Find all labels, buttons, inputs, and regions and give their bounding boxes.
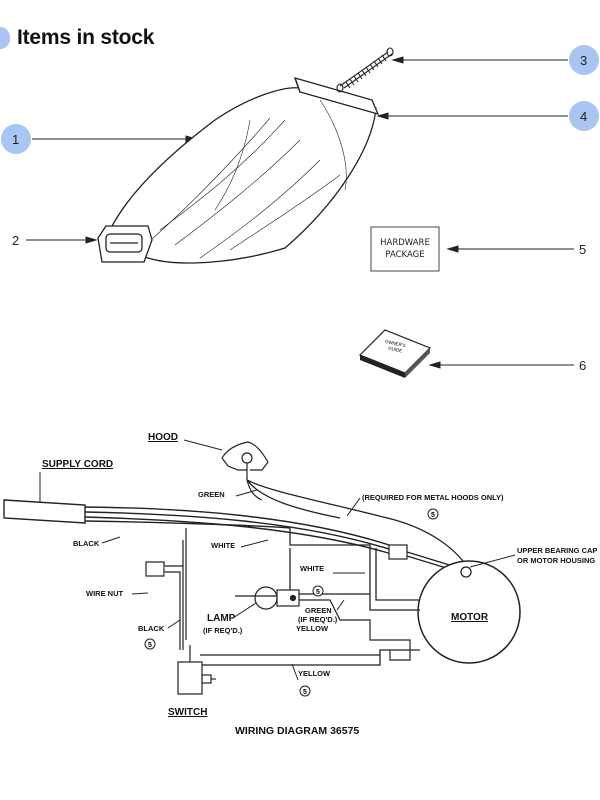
wiring-diagram-title: WIRING DIAGRAM 36575 bbox=[235, 725, 359, 737]
switch-label: SWITCH bbox=[168, 707, 207, 718]
supply-cord bbox=[3, 499, 396, 556]
callout-number-4: 4 bbox=[580, 109, 587, 124]
hood-label: HOOD bbox=[148, 432, 178, 443]
page-header: Items in stock bbox=[0, 26, 154, 50]
owners-guide-booklet[interactable]: OWNER'S GUIDE bbox=[358, 329, 432, 378]
upper-bearing-label-line2: OR MOTOR HOUSING bbox=[517, 556, 595, 565]
dust-bag-drawing bbox=[97, 77, 380, 264]
page-title: Items in stock bbox=[17, 26, 155, 49]
callout-number-3: 3 bbox=[580, 53, 587, 68]
circled-five-2: 5 bbox=[316, 589, 320, 596]
callout-leaders bbox=[26, 56, 574, 369]
callout-circle-3[interactable] bbox=[569, 45, 599, 75]
yellow-lower-label: YELLOW bbox=[298, 669, 331, 678]
callout-circle-4[interactable] bbox=[569, 101, 599, 131]
wire-nut-left bbox=[145, 528, 187, 650]
spring-drawing bbox=[336, 47, 394, 93]
callout-circle-1[interactable] bbox=[1, 124, 31, 154]
motor-bearing-cap bbox=[460, 566, 472, 578]
yellow-upper-label: YELLOW bbox=[296, 624, 329, 633]
upper-bearing-label-line1: UPPER BEARING CAP bbox=[517, 546, 597, 555]
lamp-fixture bbox=[235, 586, 411, 661]
owners-guide-line1: OWNER'S bbox=[384, 339, 406, 348]
white-lower-label: WHITE bbox=[300, 564, 324, 573]
lamp-label: LAMP bbox=[207, 613, 236, 624]
circled-five-3: 5 bbox=[148, 642, 152, 649]
black-upper-label: BLACK bbox=[73, 539, 100, 548]
motor-body bbox=[417, 560, 521, 664]
circled-five-1: 5 bbox=[431, 512, 435, 519]
callout-number-5: 5 bbox=[579, 242, 586, 257]
green-if-reqd-label: (IF REQ'D.) bbox=[298, 615, 338, 624]
hardware-package-line1: HARDWARE bbox=[380, 238, 430, 248]
green-label: GREEN bbox=[198, 490, 225, 499]
callout-number-2: 2 bbox=[12, 233, 19, 248]
hardware-package-line2: PACKAGE bbox=[385, 250, 424, 260]
wire-nut-label: WIRE NUT bbox=[86, 589, 123, 598]
white-upper-label: WHITE bbox=[211, 541, 235, 550]
black-lower-label: BLACK bbox=[138, 624, 165, 633]
circled-five-markers bbox=[144, 508, 439, 697]
header-accent-dot bbox=[0, 27, 10, 49]
motor-label: MOTOR bbox=[451, 612, 489, 623]
switch-box bbox=[177, 645, 216, 695]
callout-number-1: 1 bbox=[12, 132, 19, 147]
circled-five-4: 5 bbox=[303, 689, 307, 696]
wire-nut-upper bbox=[388, 544, 408, 560]
callout-number-6: 6 bbox=[579, 358, 586, 373]
owners-guide-line2: GUIDE bbox=[388, 346, 403, 354]
wiring-label-leaders bbox=[39, 439, 516, 681]
hardware-package[interactable]: HARDWARE PACKAGE bbox=[370, 226, 440, 272]
required-note-label: (REQUIRED FOR METAL HOODS ONLY) bbox=[362, 493, 504, 502]
green-lamp-label: GREEN bbox=[305, 606, 332, 615]
hood-fitting bbox=[221, 441, 269, 501]
supply-cord-label: SUPPLY CORD bbox=[42, 459, 113, 470]
lamp-if-reqd-label: (IF REQ'D.) bbox=[203, 626, 243, 635]
wiring-diagram: HOOD SUPPLY CORD GREEN (REQUIRED FOR MET… bbox=[3, 432, 597, 737]
